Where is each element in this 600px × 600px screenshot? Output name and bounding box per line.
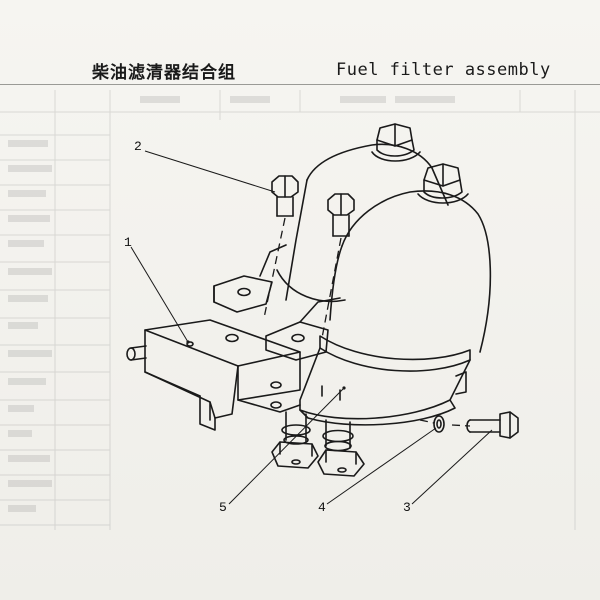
callout-4: 4 bbox=[318, 500, 326, 515]
washer bbox=[433, 415, 445, 433]
bolt-upper-right bbox=[327, 193, 355, 237]
leader-5 bbox=[228, 387, 345, 505]
bolt-horizontal bbox=[466, 411, 519, 439]
callout-3: 3 bbox=[403, 500, 411, 515]
rear-filter-canister bbox=[213, 123, 449, 313]
axis-washer bbox=[419, 419, 435, 424]
leader-4 bbox=[326, 427, 437, 505]
callout-2: 2 bbox=[134, 139, 142, 154]
bottom-drain-fittings bbox=[271, 411, 365, 477]
mounting-bracket bbox=[126, 319, 301, 431]
axis-bolt-right bbox=[321, 237, 342, 339]
axis-bolt-horizontal bbox=[451, 424, 471, 427]
callout-5: 5 bbox=[219, 500, 227, 515]
leader-1 bbox=[130, 246, 189, 343]
leader-3 bbox=[411, 429, 493, 505]
axis-bolt-left bbox=[263, 217, 286, 319]
leader-2 bbox=[144, 150, 276, 193]
callout-1: 1 bbox=[124, 235, 132, 250]
title-english: Fuel filter assembly bbox=[336, 60, 551, 80]
front-filter-canister bbox=[265, 163, 492, 426]
title-chinese: 柴油滤清器结合组 bbox=[92, 63, 236, 83]
title-divider bbox=[0, 84, 600, 85]
bolt-upper-left bbox=[271, 175, 299, 217]
